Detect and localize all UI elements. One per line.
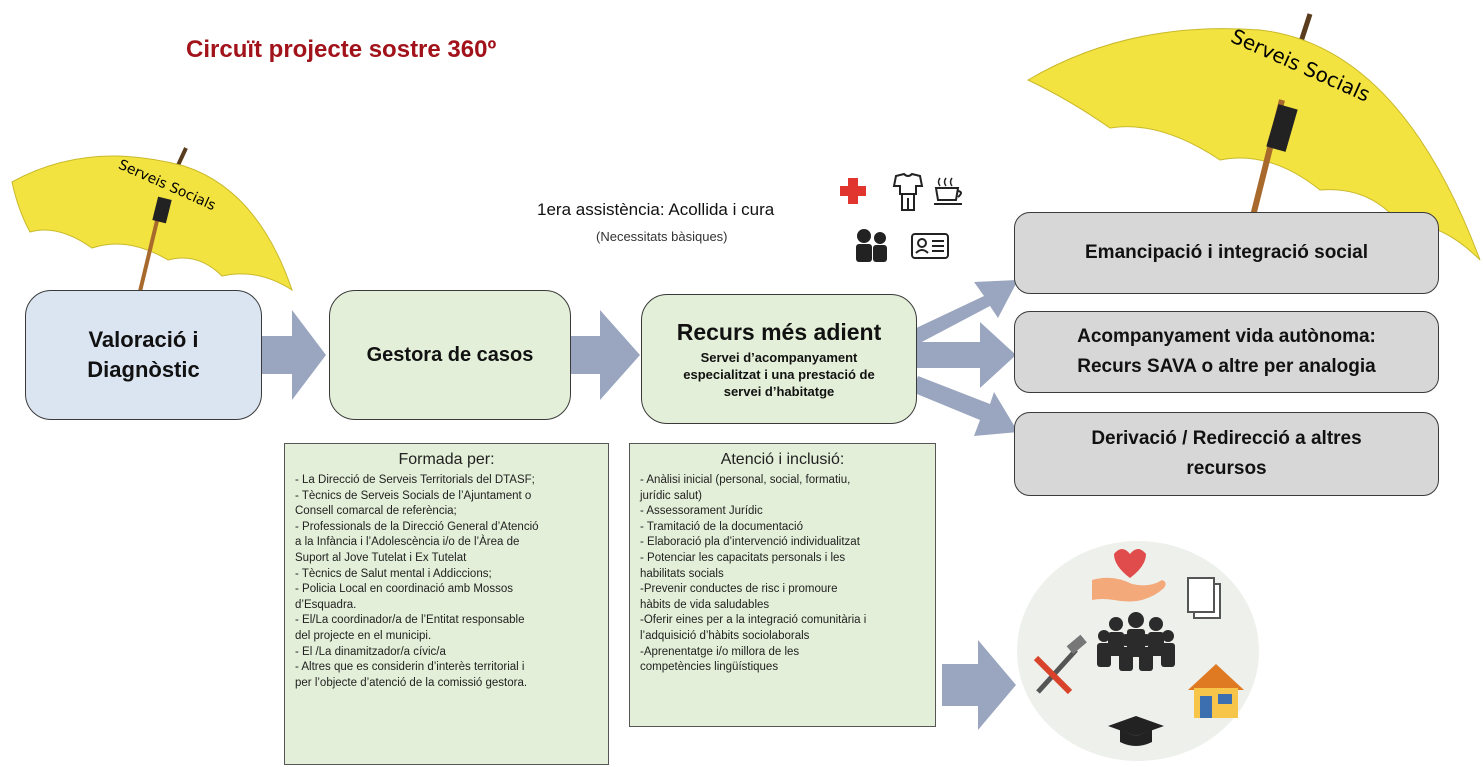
outcome-line: recursos (1186, 458, 1267, 479)
list-item: - Altres que es considerin d’interès ter… (295, 661, 525, 674)
stage-gestora-casos: Gestora de casos (329, 290, 571, 420)
list-item: - Tramitació de la documentació (640, 520, 803, 533)
clothes-icon (892, 172, 924, 211)
list-item: a la Infància i l’Adolescència i/o de l’… (295, 536, 520, 549)
outcome-derivacio: Derivació / Redirecció a altres recursos (1014, 412, 1439, 496)
panel-formada-per-title: Formada per: (398, 451, 495, 468)
house-icon (1188, 664, 1244, 718)
outcome-line: Derivació / Redirecció a altres (1091, 428, 1362, 449)
outcome-line: Emancipació i integració social (1085, 242, 1368, 263)
stage1-line2: Diagnòstic (87, 357, 200, 382)
arrow-to-outcome-3 (912, 376, 1018, 436)
list-item: Consell comarcal de referència; (295, 505, 457, 518)
list-item: per l’objecte d’atenció de la comissió g… (295, 676, 528, 689)
panel-formada-per-list: - La Direcció de Serveis Territorials de… (295, 473, 598, 691)
arrow-to-outcome-2 (914, 322, 1016, 388)
list-item: habilitats socials (640, 567, 724, 580)
list-item: - La Direcció de Serveis Territorials de… (295, 474, 535, 486)
outcome-line: Acompanyament vida autònoma: (1077, 326, 1376, 347)
list-item: d’Esquadra. (295, 598, 357, 611)
services-illustration (1017, 541, 1259, 761)
list-item: jurídic salut) (640, 489, 702, 502)
stage1-line1: Valoració i (88, 327, 199, 352)
stage3-subtitle-line: Servei d’acompanyament (700, 349, 858, 365)
heart-hand-icon (1092, 549, 1166, 602)
list-item: - El/La coordinador/a de l’Entitat respo… (295, 614, 525, 627)
panel-atencio-inclusio-title: Atenció i inclusió: (720, 451, 845, 468)
list-item: competències lingüístiques (640, 661, 779, 674)
stage-recurs-mes-adient: Recurs més adient Servei d’acompanyament… (641, 294, 917, 424)
first-assistance-note: (Necessitats bàsiques) (596, 229, 728, 244)
page-title: Circuït projecte sostre 360º (186, 36, 497, 63)
stage3-subtitle: Servei d’acompanyament especialitzat i u… (683, 349, 874, 400)
list-item: Suport al Jove Tutelat i Ex Tutelat (295, 551, 467, 564)
list-item: - Tècnics de Salut mental i Addiccions; (295, 567, 492, 580)
list-item: l’adquisició d’hàbits sociolaborals (640, 629, 810, 642)
outcome-acompanyament: Acompanyament vida autònoma: Recurs SAVA… (1014, 311, 1439, 393)
arrow-stage1-to-stage2 (262, 310, 326, 400)
outcome-line: Recurs SAVA o altre per analogia (1077, 356, 1376, 377)
stage-valoracio-diagnostic: Valoració i Diagnòstic (25, 290, 262, 420)
stage3-subtitle-line: especialitzat i una prestació de (683, 366, 875, 382)
first-assistance-label: 1era assistència: Acollida i cura (537, 200, 775, 219)
id-card-icon (911, 233, 949, 259)
panel-formada-per: Formada per: - La Direcció de Serveis Te… (284, 443, 609, 765)
stage3-title: Recurs més adient (676, 318, 882, 345)
red-cross-icon (840, 178, 866, 204)
list-item: - Elaboració pla d’intervenció individua… (640, 536, 860, 549)
panel-atencio-inclusio: Atenció i inclusió: - Anàlisi inicial (p… (629, 443, 936, 727)
list-item: - Tècnics de Serveis Socials de l’Ajunta… (295, 489, 532, 502)
umbrella-right: Serveis Socials (1026, 13, 1481, 261)
graduation-cap-icon (1108, 716, 1164, 746)
arrow-to-illustration (942, 640, 1016, 730)
list-item: - Anàlisi inicial (personal, social, for… (640, 474, 851, 486)
list-item: - El /La dinamitzador/a cívic/a (295, 645, 446, 658)
group-people-icon (1097, 612, 1175, 671)
people-icon (856, 229, 887, 262)
coffee-cup-icon (934, 177, 962, 205)
list-item: - Professionals de la Direcció General d… (295, 520, 539, 533)
outcome-emancipacio: Emancipació i integració social (1014, 212, 1439, 294)
list-item: hàbits de vida saludables (640, 598, 770, 611)
document-icon (1187, 577, 1221, 619)
list-item: -Aprenentatge i/o millora de les (640, 645, 800, 658)
umbrella-left: Serveis Socials (11, 147, 293, 309)
arrow-to-outcome-1 (912, 280, 1018, 344)
list-item: - Potenciar les capacitats personals i l… (640, 551, 846, 564)
stage2-label: Gestora de casos (366, 344, 534, 366)
list-item: - Policia Local en coordinació amb Mosso… (295, 583, 513, 596)
list-item: del projecte en el municipi. (295, 629, 432, 642)
stage3-subtitle-line: servei d’habitatge (723, 383, 835, 399)
list-item: - Assessorament Jurídic (640, 505, 763, 518)
tools-icon (1033, 634, 1087, 695)
list-item: -Oferir eines per a la integració comuni… (640, 614, 867, 627)
list-item: -Prevenir conductes de risc i promoure (640, 583, 838, 596)
panel-atencio-inclusio-list: - Anàlisi inicial (personal, social, for… (640, 473, 925, 676)
arrow-stage2-to-stage3 (570, 310, 640, 400)
